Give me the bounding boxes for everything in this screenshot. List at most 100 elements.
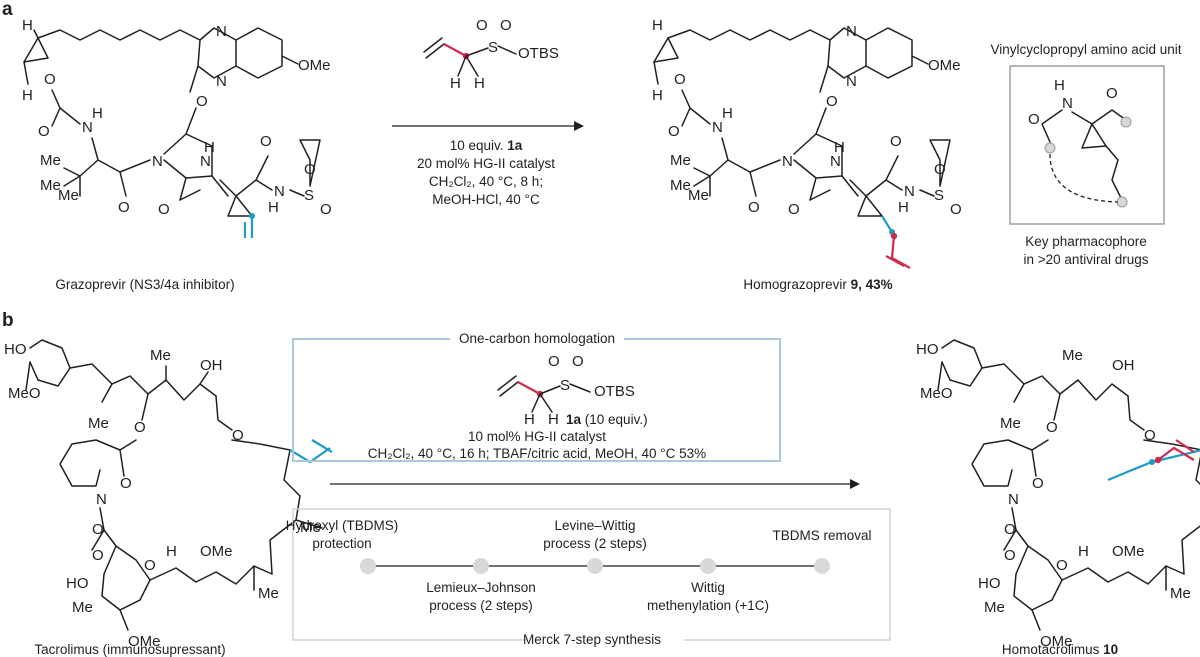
homograzoprevir-structure: H H O O N H Me Me Me O N O O N H O — [652, 17, 962, 269]
svg-text:OMe: OMe — [928, 57, 961, 74]
pharmacophore-label-1: Key pharmacophore — [1025, 234, 1147, 249]
svg-text:OMe: OMe — [298, 57, 331, 74]
svg-text:Me: Me — [150, 347, 171, 364]
svg-text:O: O — [1004, 547, 1016, 564]
panel-b-letter: b — [2, 310, 14, 331]
svg-text:N: N — [274, 183, 285, 200]
condition-line-3-a: CH₂Cl₂, 40 °C, 8 h; — [429, 174, 543, 189]
reagent-h1-a: H — [450, 75, 461, 92]
svg-text:MeO: MeO — [8, 385, 41, 402]
condition-line-2-a: 20 mol% HG-II catalyst — [417, 156, 555, 171]
svg-text:O: O — [668, 123, 680, 140]
homologation-title: One-carbon homologation — [459, 331, 615, 346]
merck-step-2-node — [473, 558, 489, 574]
svg-text:H: H — [898, 199, 909, 216]
svg-text:Me: Me — [40, 152, 61, 169]
svg-text:H: H — [92, 105, 103, 122]
svg-text:Me: Me — [72, 599, 93, 616]
merck-step-5-node — [814, 558, 830, 574]
grazoprevir-structure: H H O O N H Me Me Me O N O O N H O — [22, 17, 332, 238]
reaction-arrow-b — [330, 479, 860, 489]
reagent-1a-structure-b: S O O — [497, 353, 591, 413]
svg-text:O: O — [260, 133, 272, 150]
merck-step-1-line1: Hydroxyl (TBDMS) — [286, 518, 399, 533]
svg-text:O: O — [476, 17, 488, 34]
condition-line-1-b: 10 mol% HG-II catalyst — [468, 429, 606, 444]
svg-text:HO: HO — [978, 575, 1001, 592]
svg-text:H: H — [204, 139, 215, 156]
svg-text:O: O — [1028, 111, 1040, 128]
svg-text:O: O — [196, 93, 208, 110]
tacrolimus-structure: HO MeO Me Me OH O O O N O O HO O Me OMe … — [4, 339, 333, 650]
svg-text:Me: Me — [58, 187, 79, 204]
svg-text:S: S — [934, 187, 944, 204]
merck-step-3-line2: process (2 steps) — [543, 536, 647, 551]
svg-text:N: N — [200, 153, 211, 170]
svg-text:H: H — [268, 199, 279, 216]
merck-label: Merck 7-step synthesis — [523, 632, 661, 647]
svg-text:Me: Me — [1062, 347, 1083, 364]
svg-text:OH: OH — [200, 357, 223, 374]
merck-step-1-node — [360, 558, 376, 574]
svg-text:OMe: OMe — [1040, 633, 1073, 650]
merck-step-2-line1: Lemieux–Johnson — [426, 580, 536, 595]
merck-step-1-line2: protection — [312, 536, 371, 551]
grazoprevir-name: Grazoprevir (NS3/4a inhibitor) — [55, 277, 234, 292]
merck-step-2-line2: process (2 steps) — [429, 598, 533, 613]
svg-text:O: O — [826, 93, 838, 110]
svg-text:Me: Me — [984, 599, 1005, 616]
svg-text:O: O — [500, 17, 512, 34]
reagent-label-b: 1a (10 equiv.) — [566, 412, 648, 427]
svg-text:O: O — [92, 547, 104, 564]
svg-text:O: O — [548, 353, 560, 370]
svg-text:N: N — [82, 119, 93, 136]
svg-text:O: O — [118, 199, 130, 216]
svg-text:N: N — [830, 153, 841, 170]
svg-text:O: O — [788, 201, 800, 218]
svg-text:H: H — [166, 543, 177, 560]
svg-text:O: O — [144, 557, 156, 574]
merck-step-4-line2: methenylation (+1C) — [647, 598, 769, 613]
svg-text:H: H — [1054, 77, 1065, 94]
reagent-otbs-a: OTBS — [518, 45, 559, 62]
svg-text:N: N — [216, 23, 227, 40]
svg-text:N: N — [846, 23, 857, 40]
svg-text:Me: Me — [670, 177, 691, 194]
homologation-title-bg — [450, 330, 624, 348]
svg-text:S: S — [488, 39, 498, 56]
unit-box — [1009, 65, 1165, 225]
svg-text:H: H — [722, 105, 733, 122]
unit-title: Vinylcyclopropyl amino acid unit — [990, 42, 1181, 57]
svg-text:OMe: OMe — [128, 633, 161, 650]
svg-text:N: N — [1008, 491, 1019, 508]
svg-text:Me: Me — [670, 152, 691, 169]
svg-text:O: O — [38, 123, 50, 140]
svg-text:N: N — [152, 153, 163, 170]
svg-text:HO: HO — [66, 575, 89, 592]
merck-step-5-line1: TBDMS removal — [772, 528, 871, 543]
svg-text:O: O — [158, 201, 170, 218]
merck-step-3-line1: Levine–Wittig — [554, 518, 635, 533]
svg-text:N: N — [782, 153, 793, 170]
svg-text:O: O — [92, 521, 104, 538]
panel-a-letter: a — [2, 0, 13, 20]
svg-text:O: O — [1046, 419, 1058, 436]
condition-line-2-b: CH₂Cl₂, 40 °C, 16 h; TBAF/citric acid, M… — [368, 446, 706, 461]
svg-text:O: O — [1106, 85, 1118, 102]
svg-text:O: O — [890, 133, 902, 150]
svg-text:Me: Me — [88, 415, 109, 432]
svg-text:S: S — [304, 187, 314, 204]
svg-text:O: O — [1056, 557, 1068, 574]
svg-text:N: N — [1062, 95, 1073, 112]
svg-text:O: O — [232, 427, 244, 444]
svg-text:OMe: OMe — [200, 543, 233, 560]
condition-line-1-a: 10 equiv. 1a — [450, 138, 523, 153]
svg-text:N: N — [216, 73, 227, 90]
svg-text:OH: OH — [1112, 357, 1135, 374]
homotacrolimus-name: Homotacrolimus 10 — [1002, 642, 1118, 657]
reagent-1a-structure-a: S O O — [423, 17, 517, 77]
svg-text:H: H — [22, 87, 33, 104]
svg-text:MeO: MeO — [920, 385, 953, 402]
svg-text:O: O — [950, 201, 962, 218]
